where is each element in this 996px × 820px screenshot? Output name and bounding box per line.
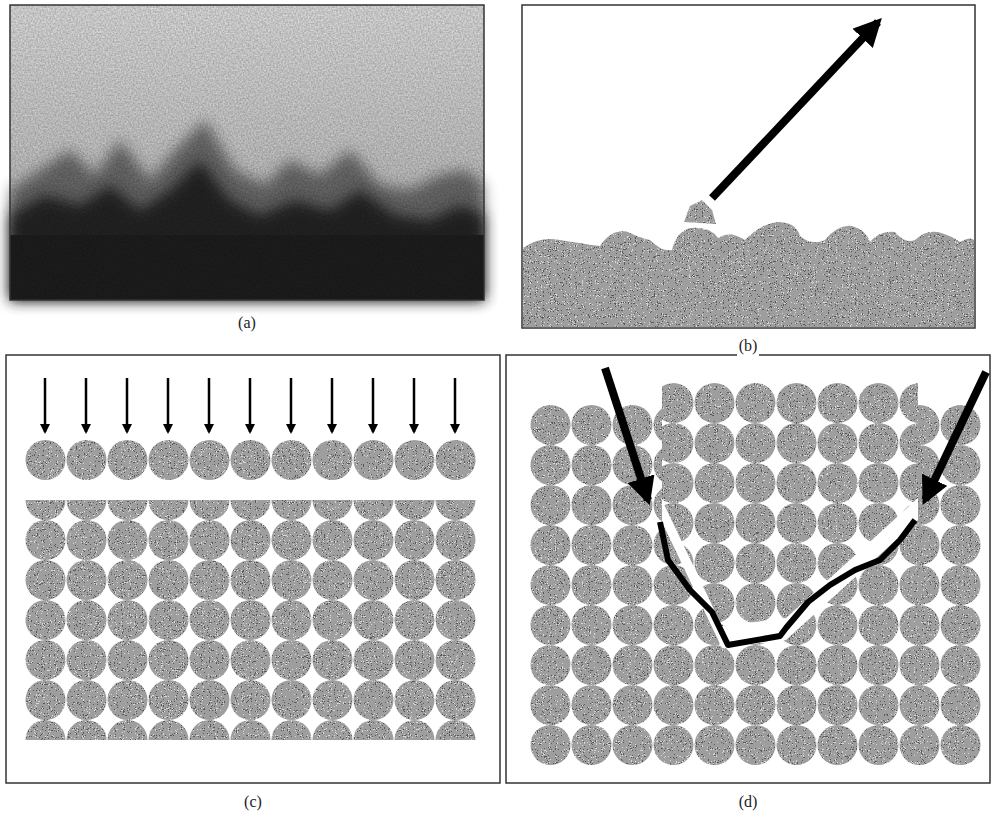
panel-label: (c) [242,792,264,811]
layer-panel [6,355,500,783]
panel-label: (d) [737,792,760,811]
photo-panel [10,5,484,300]
erosion-panel [522,5,975,328]
crack-panel [506,355,990,783]
panel-label: (b) [737,336,760,355]
panel-label: (a) [236,313,258,332]
